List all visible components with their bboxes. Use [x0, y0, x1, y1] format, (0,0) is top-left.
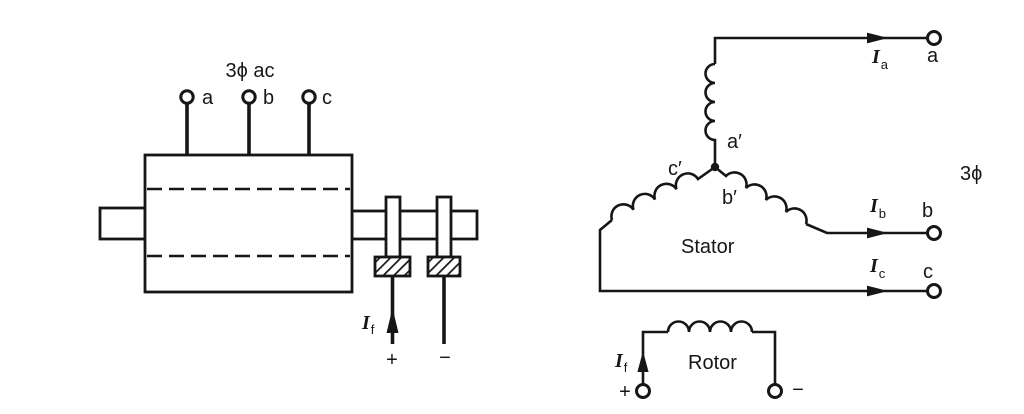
current-b-symbol: I — [869, 195, 879, 217]
rotor-field-current-sub: f — [624, 360, 628, 375]
circuit-terminal-b — [926, 225, 942, 241]
winding-a-label: a′ — [727, 131, 742, 153]
rotor-field-current-arrow — [637, 351, 649, 372]
current-b-label: Ib — [869, 195, 886, 221]
rotor-terminal-positive — [635, 383, 651, 399]
winding-c-label: c′ — [668, 158, 682, 180]
phase-a-wire — [713, 36, 927, 64]
rotor-wire-right — [752, 330, 777, 384]
machine-diagram: 3ϕ ac a b c If + − — [98, 60, 479, 371]
rotor-plus-label: + — [619, 381, 631, 403]
slip-ring-1 — [384, 195, 402, 259]
machine-terminal-a-label: a — [202, 87, 214, 109]
current-c-symbol: I — [869, 255, 879, 277]
circuit-terminal-a — [926, 30, 942, 46]
phase-c-wire — [598, 219, 927, 293]
stator-label: Stator — [681, 236, 735, 258]
phase-c-winding-coil — [610, 165, 716, 221]
stator-frame — [143, 153, 354, 294]
machine-field-current-sub: f — [371, 322, 375, 337]
circuit-diagram: Ia a a′ Ib b b′ Ic c c′ 3ϕ Stator If + − — [598, 30, 982, 403]
rotor-field-current-label: If — [614, 350, 628, 375]
current-a-symbol: I — [871, 46, 881, 68]
machine-terminal-c-label: c — [322, 87, 332, 109]
brush-1 — [373, 255, 412, 278]
supply-label: 3ϕ ac — [225, 60, 274, 82]
machine-field-current-symbol: I — [361, 312, 371, 334]
slip-ring-2 — [435, 195, 453, 259]
circuit-terminal-a-label: a — [927, 45, 939, 67]
three-phase-label: 3ϕ — [960, 163, 982, 185]
machine-terminal-c — [301, 89, 317, 105]
machine-minus-label: − — [439, 347, 451, 369]
current-a-sub: a — [881, 57, 889, 72]
current-b-sub: b — [879, 206, 886, 221]
machine-terminal-b-label: b — [263, 87, 274, 109]
phase-b-wire — [805, 222, 927, 235]
rotor-terminal-negative — [767, 383, 783, 399]
winding-b-label: b′ — [722, 187, 737, 209]
machine-terminal-b — [241, 89, 257, 105]
current-a-arrow — [867, 32, 888, 44]
shaft-left — [98, 206, 147, 241]
brush-2 — [426, 255, 462, 278]
rotor-minus-label: − — [792, 379, 804, 401]
current-a-label: Ia — [871, 46, 889, 72]
current-c-sub: c — [879, 266, 886, 281]
phase-a-winding-coil — [704, 62, 717, 167]
current-c-label: Ic — [869, 255, 886, 281]
machine-terminal-a — [179, 89, 195, 105]
rotor-field-current-symbol: I — [614, 350, 624, 372]
current-c-arrow — [867, 285, 888, 297]
machine-plus-label: + — [386, 349, 398, 371]
shaft-right — [350, 209, 479, 241]
rotor-winding-coil — [666, 320, 754, 333]
circuit-terminal-c-label: c — [923, 261, 933, 283]
phase-b-winding-coil — [714, 165, 808, 225]
current-b-arrow — [867, 227, 888, 239]
rotor-label: Rotor — [688, 352, 737, 374]
circuit-terminal-c — [926, 283, 942, 299]
rotor-wire-left — [641, 330, 668, 384]
field-current-arrow — [386, 308, 399, 333]
circuit-terminal-b-label: b — [922, 200, 933, 222]
machine-field-current-label: If — [361, 312, 375, 337]
